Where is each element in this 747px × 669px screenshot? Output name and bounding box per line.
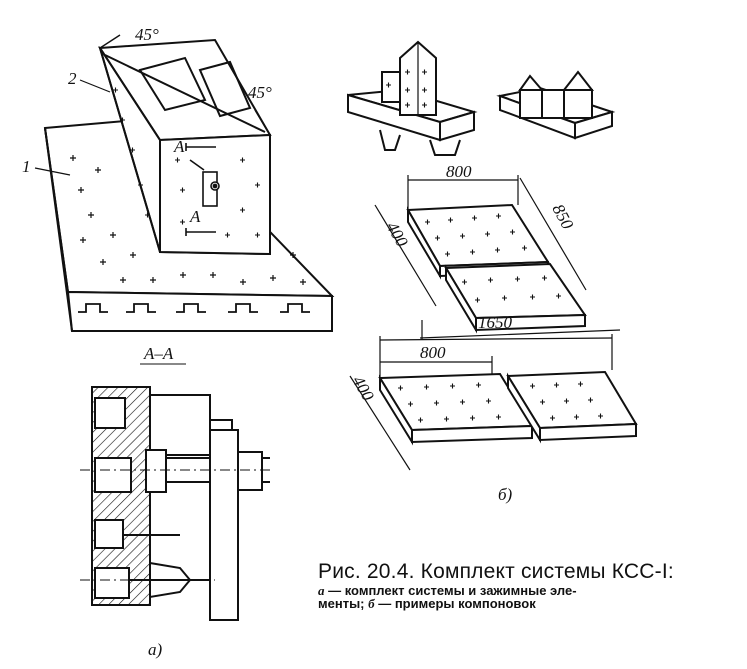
figure-caption: Рис. 20.4. Комплект системы КСС-I: а — к… [318, 560, 743, 610]
part-label-1: 1 [22, 157, 31, 176]
layout-example-2 [496, 70, 616, 140]
dimension-400-left: 400 [383, 219, 412, 251]
section-view-a-a [80, 386, 270, 621]
base-plate-crosses [70, 155, 306, 285]
plates-pair-2-crosses [398, 381, 603, 423]
subfigure-label-a: а) [148, 640, 163, 659]
plates-pair-1 [406, 203, 587, 334]
dimension-400-bottom: 400 [349, 373, 378, 405]
section-line [185, 143, 216, 236]
caption-line-a: а — комплект системы и зажимные эле- [318, 584, 743, 597]
section-mark-bottom: A [189, 207, 201, 226]
section-title: А–А [143, 344, 174, 363]
caption-letter-a: а [318, 583, 325, 598]
section-mark-top: A [173, 137, 185, 156]
part-label-2: 2 [68, 69, 77, 88]
caption-letter-b: б [368, 596, 375, 611]
dimension-1650: 1650 [478, 313, 513, 332]
caption-text-b: — примеры компоновок [374, 596, 536, 611]
plates-pair-2 [378, 370, 638, 446]
leader-lines [34, 79, 111, 176]
angle-block [98, 34, 272, 256]
caption-line-b: менты; б — примеры компоновок [318, 597, 743, 610]
angle-label-right: 45° [248, 83, 272, 102]
angle-label-top: 45° [135, 25, 159, 44]
caption-text-a: — комплект системы и зажимные эле- [324, 583, 577, 598]
caption-title: Рис. 20.4. Комплект системы КСС-I: [318, 560, 674, 583]
caption-text-a2: менты; [318, 596, 369, 611]
layout-example-1 [347, 40, 478, 156]
dimension-800-top: 800 [446, 162, 472, 181]
dimension-800-bottom: 800 [420, 343, 446, 362]
dimension-lines-1 [374, 175, 621, 340]
clamp-element [189, 159, 220, 207]
plates-pair-1-crosses [425, 213, 561, 303]
dimension-lines-2 [349, 334, 613, 471]
t-slots [78, 303, 310, 313]
subfigure-label-b: б) [498, 485, 513, 504]
dimension-850: 850 [548, 201, 577, 233]
angle-block-crosses [113, 87, 260, 238]
layout-example-1-crosses [386, 69, 427, 108]
